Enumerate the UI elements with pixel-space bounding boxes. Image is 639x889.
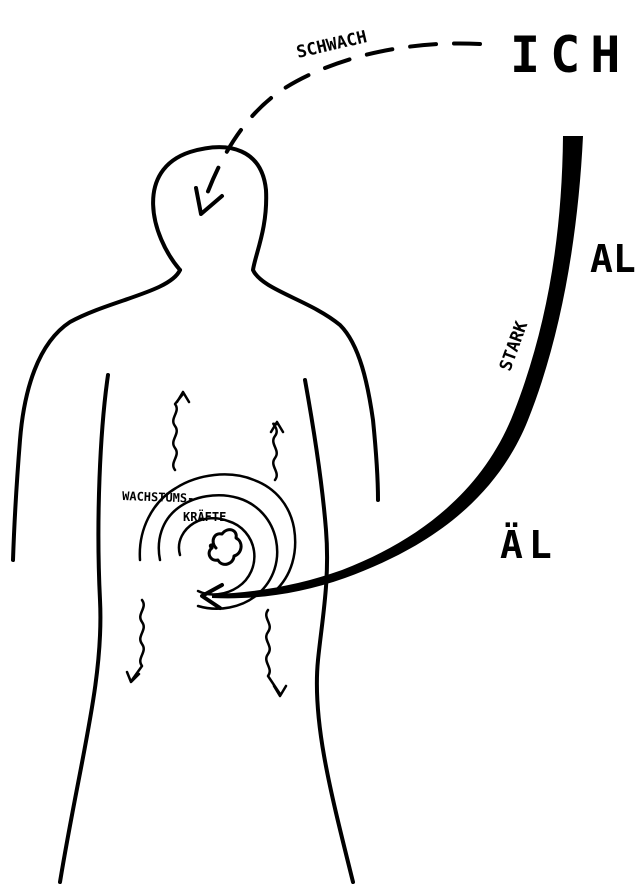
growth-ray-up-left — [173, 394, 183, 470]
left-torso-line — [60, 375, 108, 882]
weak-dashed-arrow — [203, 43, 480, 205]
label-wachstumskraefte-line1: WACHSTUMS- — [122, 489, 195, 506]
label-al: AL — [590, 237, 636, 281]
arrowhead-down-right-icon — [274, 686, 286, 696]
label-wachstumskraefte-line2: KRÄFTE — [183, 509, 226, 524]
body-outline — [153, 147, 378, 500]
label-schwach: SCHWACH — [295, 27, 369, 63]
right-torso-line — [305, 380, 353, 882]
growth-ray-down-left — [132, 600, 144, 680]
growth-core-swirl — [209, 530, 241, 565]
growth-ray-down-right — [266, 610, 280, 694]
label-ael: ÄL — [500, 523, 558, 567]
growth-ray-up-right — [273, 424, 277, 480]
growth-wave-inner — [179, 518, 254, 594]
arrowhead-up-left-icon — [177, 392, 189, 402]
body-outline-left — [13, 270, 180, 560]
label-ich: ICH — [510, 26, 630, 84]
label-stark: STARK — [496, 318, 533, 374]
